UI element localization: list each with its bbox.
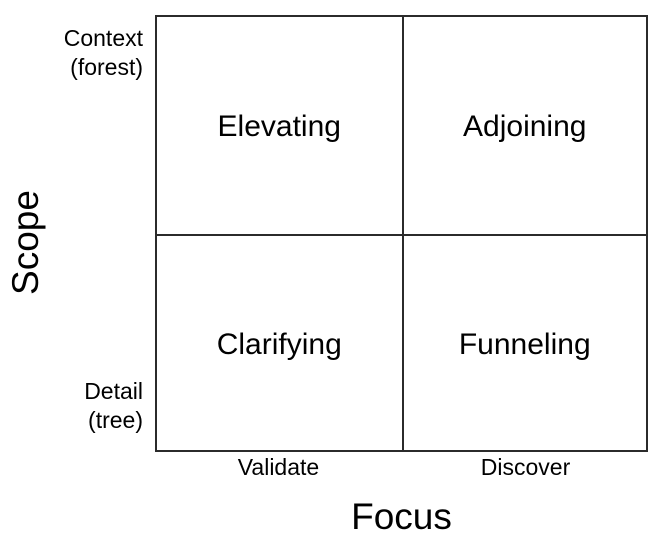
quadrant-bottom-right: Funneling (401, 233, 646, 450)
x-axis-tick-validate: Validate (237, 454, 320, 480)
y-axis-title-text: Scope (4, 190, 46, 295)
quadrant-top-right: Adjoining (401, 17, 646, 234)
x-axis-title: Focus (351, 496, 452, 537)
matrix-grid: Elevating Adjoining Clarifying Funneling (155, 15, 648, 452)
y-axis-tick-context-line1: Context (63, 25, 143, 51)
quadrant-bottom-left: Clarifying (157, 233, 402, 450)
quadrant-bottom-left-label: Clarifying (216, 327, 342, 361)
quadrant-top-left: Elevating (157, 17, 402, 234)
y-axis-tick-context-line2: (forest) (70, 54, 143, 81)
x-axis-tick-discover: Discover (480, 454, 571, 480)
y-axis-tick-detail-line1: Detail (84, 378, 143, 404)
quadrant-top-right-label: Adjoining (463, 110, 587, 144)
quadrant-bottom-right-label: Funneling (458, 327, 591, 361)
y-axis-tick-context: Context (forest) (0, 24, 150, 82)
quadrant-top-left-label: Elevating (217, 110, 341, 144)
y-axis-tick-detail: Detail (tree) (0, 377, 150, 435)
y-axis-tick-detail-line2: (tree) (88, 407, 143, 434)
y-axis-title: Scope (0, 175, 50, 310)
